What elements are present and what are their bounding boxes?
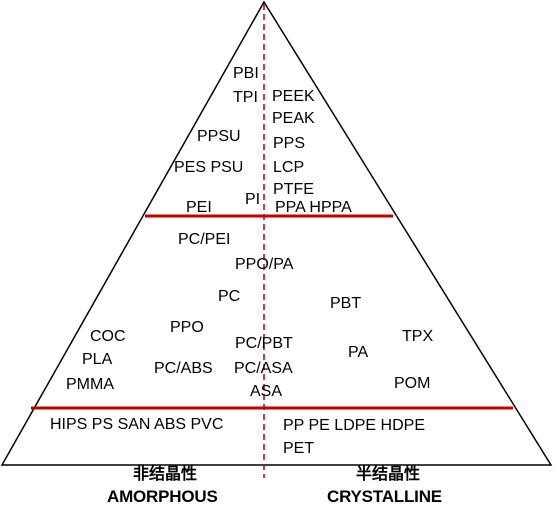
polymer-label-pa: PA: [348, 344, 369, 361]
polymer-label-lcp: LCP: [273, 159, 305, 176]
polymer-label-pps: PPS: [273, 135, 306, 152]
polymer-label-peak: PEAK: [272, 110, 315, 127]
polymer-label-ptfe: PTFE: [273, 181, 314, 198]
pyramid-outline: [0, 0, 553, 466]
polymer-label-pi: PI: [245, 191, 261, 208]
crystalline-caption-cn: 半结晶性: [356, 466, 421, 483]
polymer-label-pei: PEI: [186, 199, 212, 216]
polymer-label-asa: ASA: [250, 383, 283, 400]
polymer-label-pc: PC: [218, 288, 241, 305]
polymer-label-pmma: PMMA: [66, 376, 114, 393]
polymer-label-ppo-pa: PPO/PA: [235, 256, 294, 273]
commodity-crystalline-list: PP PE LDPE HDPE: [283, 417, 425, 434]
polymer-label-pbt: PBT: [330, 295, 362, 312]
polymer-label-tpx: TPX: [402, 328, 434, 345]
crystalline-caption-en: CRYSTALLINE: [327, 487, 442, 506]
polymer-label-pbi: PBI: [233, 65, 259, 82]
commodity-crystalline-list-pet: PET: [283, 440, 315, 457]
polymer-label-coc: COC: [90, 328, 126, 345]
polymer-label-ppo: PPO: [170, 319, 204, 336]
amorphous-caption-cn: 非结晶性: [133, 466, 198, 483]
polymer-label-pc-asa: PC/ASA: [234, 360, 293, 377]
polymer-label-peek: PEEK: [272, 88, 315, 105]
polymer-label-pom: POM: [394, 375, 431, 392]
polymer-label-pc-pbt: PC/PBT: [235, 335, 293, 352]
commodity-amorphous-list: HIPS PS SAN ABS PVC: [50, 416, 224, 433]
polymer-label-pes-psu: PES PSU: [174, 159, 244, 176]
polymer-label-tpi: TPI: [233, 89, 258, 106]
polymer-label-ppsu: PPSU: [197, 128, 241, 145]
polymer-label-pc-pei: PC/PEI: [178, 231, 231, 248]
polymer-label-pc-abs: PC/ABS: [154, 360, 213, 377]
amorphous-caption-en: AMORPHOUS: [107, 487, 218, 506]
polymer-label-pla: PLA: [82, 351, 113, 368]
polymer-label-ppa-hppa: PPA HPPA: [275, 199, 352, 216]
